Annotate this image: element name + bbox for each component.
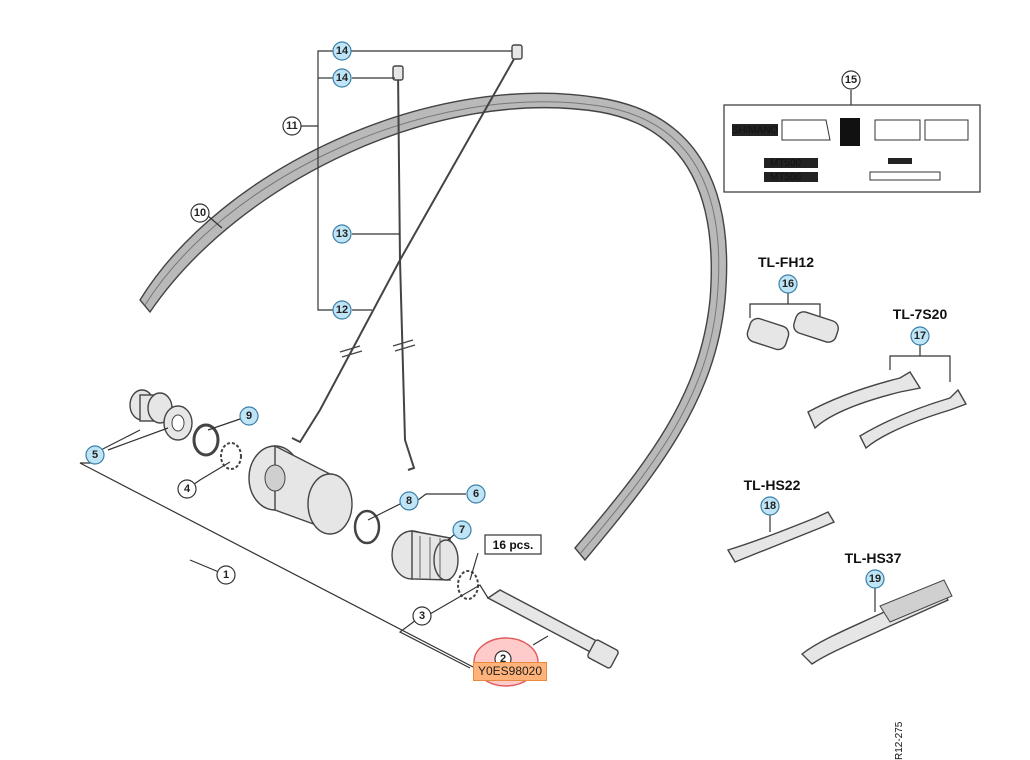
svg-text:14: 14 xyxy=(336,72,349,84)
svg-text:3: 3 xyxy=(419,610,425,622)
callout-8[interactable]: 8 xyxy=(399,491,419,511)
tool-label-tl-7s20: TL-7S20 xyxy=(893,306,948,322)
callout-12[interactable]: 12 xyxy=(332,300,352,320)
tool-tl-fh12 xyxy=(746,311,839,351)
decal-model-b: MT500 xyxy=(770,172,802,183)
svg-text:13: 13 xyxy=(336,228,348,240)
callout-3[interactable]: 3 xyxy=(412,606,432,626)
tool-label-tl-hs37: TL-HS37 xyxy=(845,550,902,566)
pcs-note-text: 16 pcs. xyxy=(493,538,534,552)
spoke-13 xyxy=(397,69,416,471)
hub-washer-9 xyxy=(192,423,220,457)
svg-text:2: 2 xyxy=(500,653,506,665)
svg-text:19: 19 xyxy=(869,573,881,585)
callout-9[interactable]: 9 xyxy=(239,406,259,426)
tool-label-tl-fh12: TL-FH12 xyxy=(758,254,814,270)
callout-19[interactable]: 19 xyxy=(865,569,885,589)
hub-oring-8 xyxy=(353,509,381,545)
svg-text:5: 5 xyxy=(92,449,98,461)
callout-11[interactable]: 11 xyxy=(282,116,302,136)
callout-7[interactable]: 7 xyxy=(452,520,472,540)
part-number-tag[interactable]: Y0ES98020 xyxy=(473,662,547,681)
callout-17[interactable]: 17 xyxy=(910,326,930,346)
callout-14-bottom[interactable]: 14 xyxy=(332,68,352,88)
callout-14-top[interactable]: 14 xyxy=(332,41,352,61)
tool-tl-7s20 xyxy=(807,371,968,450)
axle xyxy=(486,589,619,669)
svg-text:6: 6 xyxy=(473,488,479,500)
svg-text:17: 17 xyxy=(914,330,926,342)
freehub-body xyxy=(391,530,459,581)
svg-text:14: 14 xyxy=(336,45,349,57)
spoke-nipple-top xyxy=(392,44,523,81)
spoke-break-marks xyxy=(339,339,416,358)
document-code: R12-275 xyxy=(894,721,905,760)
callout-16[interactable]: 16 xyxy=(778,274,798,294)
callout-4[interactable]: 4 xyxy=(177,479,197,499)
pcs-note-box: 16 pcs. xyxy=(484,534,542,555)
svg-text:12: 12 xyxy=(336,304,348,316)
decal-sheet: SHIMANO MT500 MT500 xyxy=(723,104,981,193)
rim xyxy=(139,92,728,562)
spoke-12 xyxy=(291,51,519,444)
hub-small-parts-left xyxy=(129,389,193,441)
svg-text:11: 11 xyxy=(286,120,298,132)
svg-text:8: 8 xyxy=(406,495,412,507)
svg-text:18: 18 xyxy=(764,500,776,512)
freehub-ring xyxy=(457,570,479,600)
svg-text:15: 15 xyxy=(845,74,857,86)
svg-text:1: 1 xyxy=(223,569,229,581)
tool-label-tl-hs22: TL-HS22 xyxy=(744,477,801,493)
svg-text:16: 16 xyxy=(782,278,794,290)
callout-5[interactable]: 5 xyxy=(85,445,105,465)
tool-tl-hs37 xyxy=(800,579,953,665)
callout-18[interactable]: 18 xyxy=(760,496,780,516)
callout-13[interactable]: 13 xyxy=(332,224,352,244)
svg-text:7: 7 xyxy=(459,524,465,536)
svg-text:10: 10 xyxy=(194,207,206,219)
hub-lock-ring xyxy=(220,442,242,470)
hub-body xyxy=(248,444,353,535)
tool-tl-hs22 xyxy=(726,511,836,563)
decal-brand-text: SHIMANO xyxy=(732,125,779,136)
callout-6[interactable]: 6 xyxy=(466,484,486,504)
callout-15[interactable]: 15 xyxy=(841,70,861,90)
callout-1[interactable]: 1 xyxy=(216,565,236,585)
svg-text:4: 4 xyxy=(184,483,191,495)
decal-model-a: MT500 xyxy=(770,158,802,169)
svg-text:9: 9 xyxy=(246,410,252,422)
callout-10[interactable]: 10 xyxy=(190,203,210,223)
